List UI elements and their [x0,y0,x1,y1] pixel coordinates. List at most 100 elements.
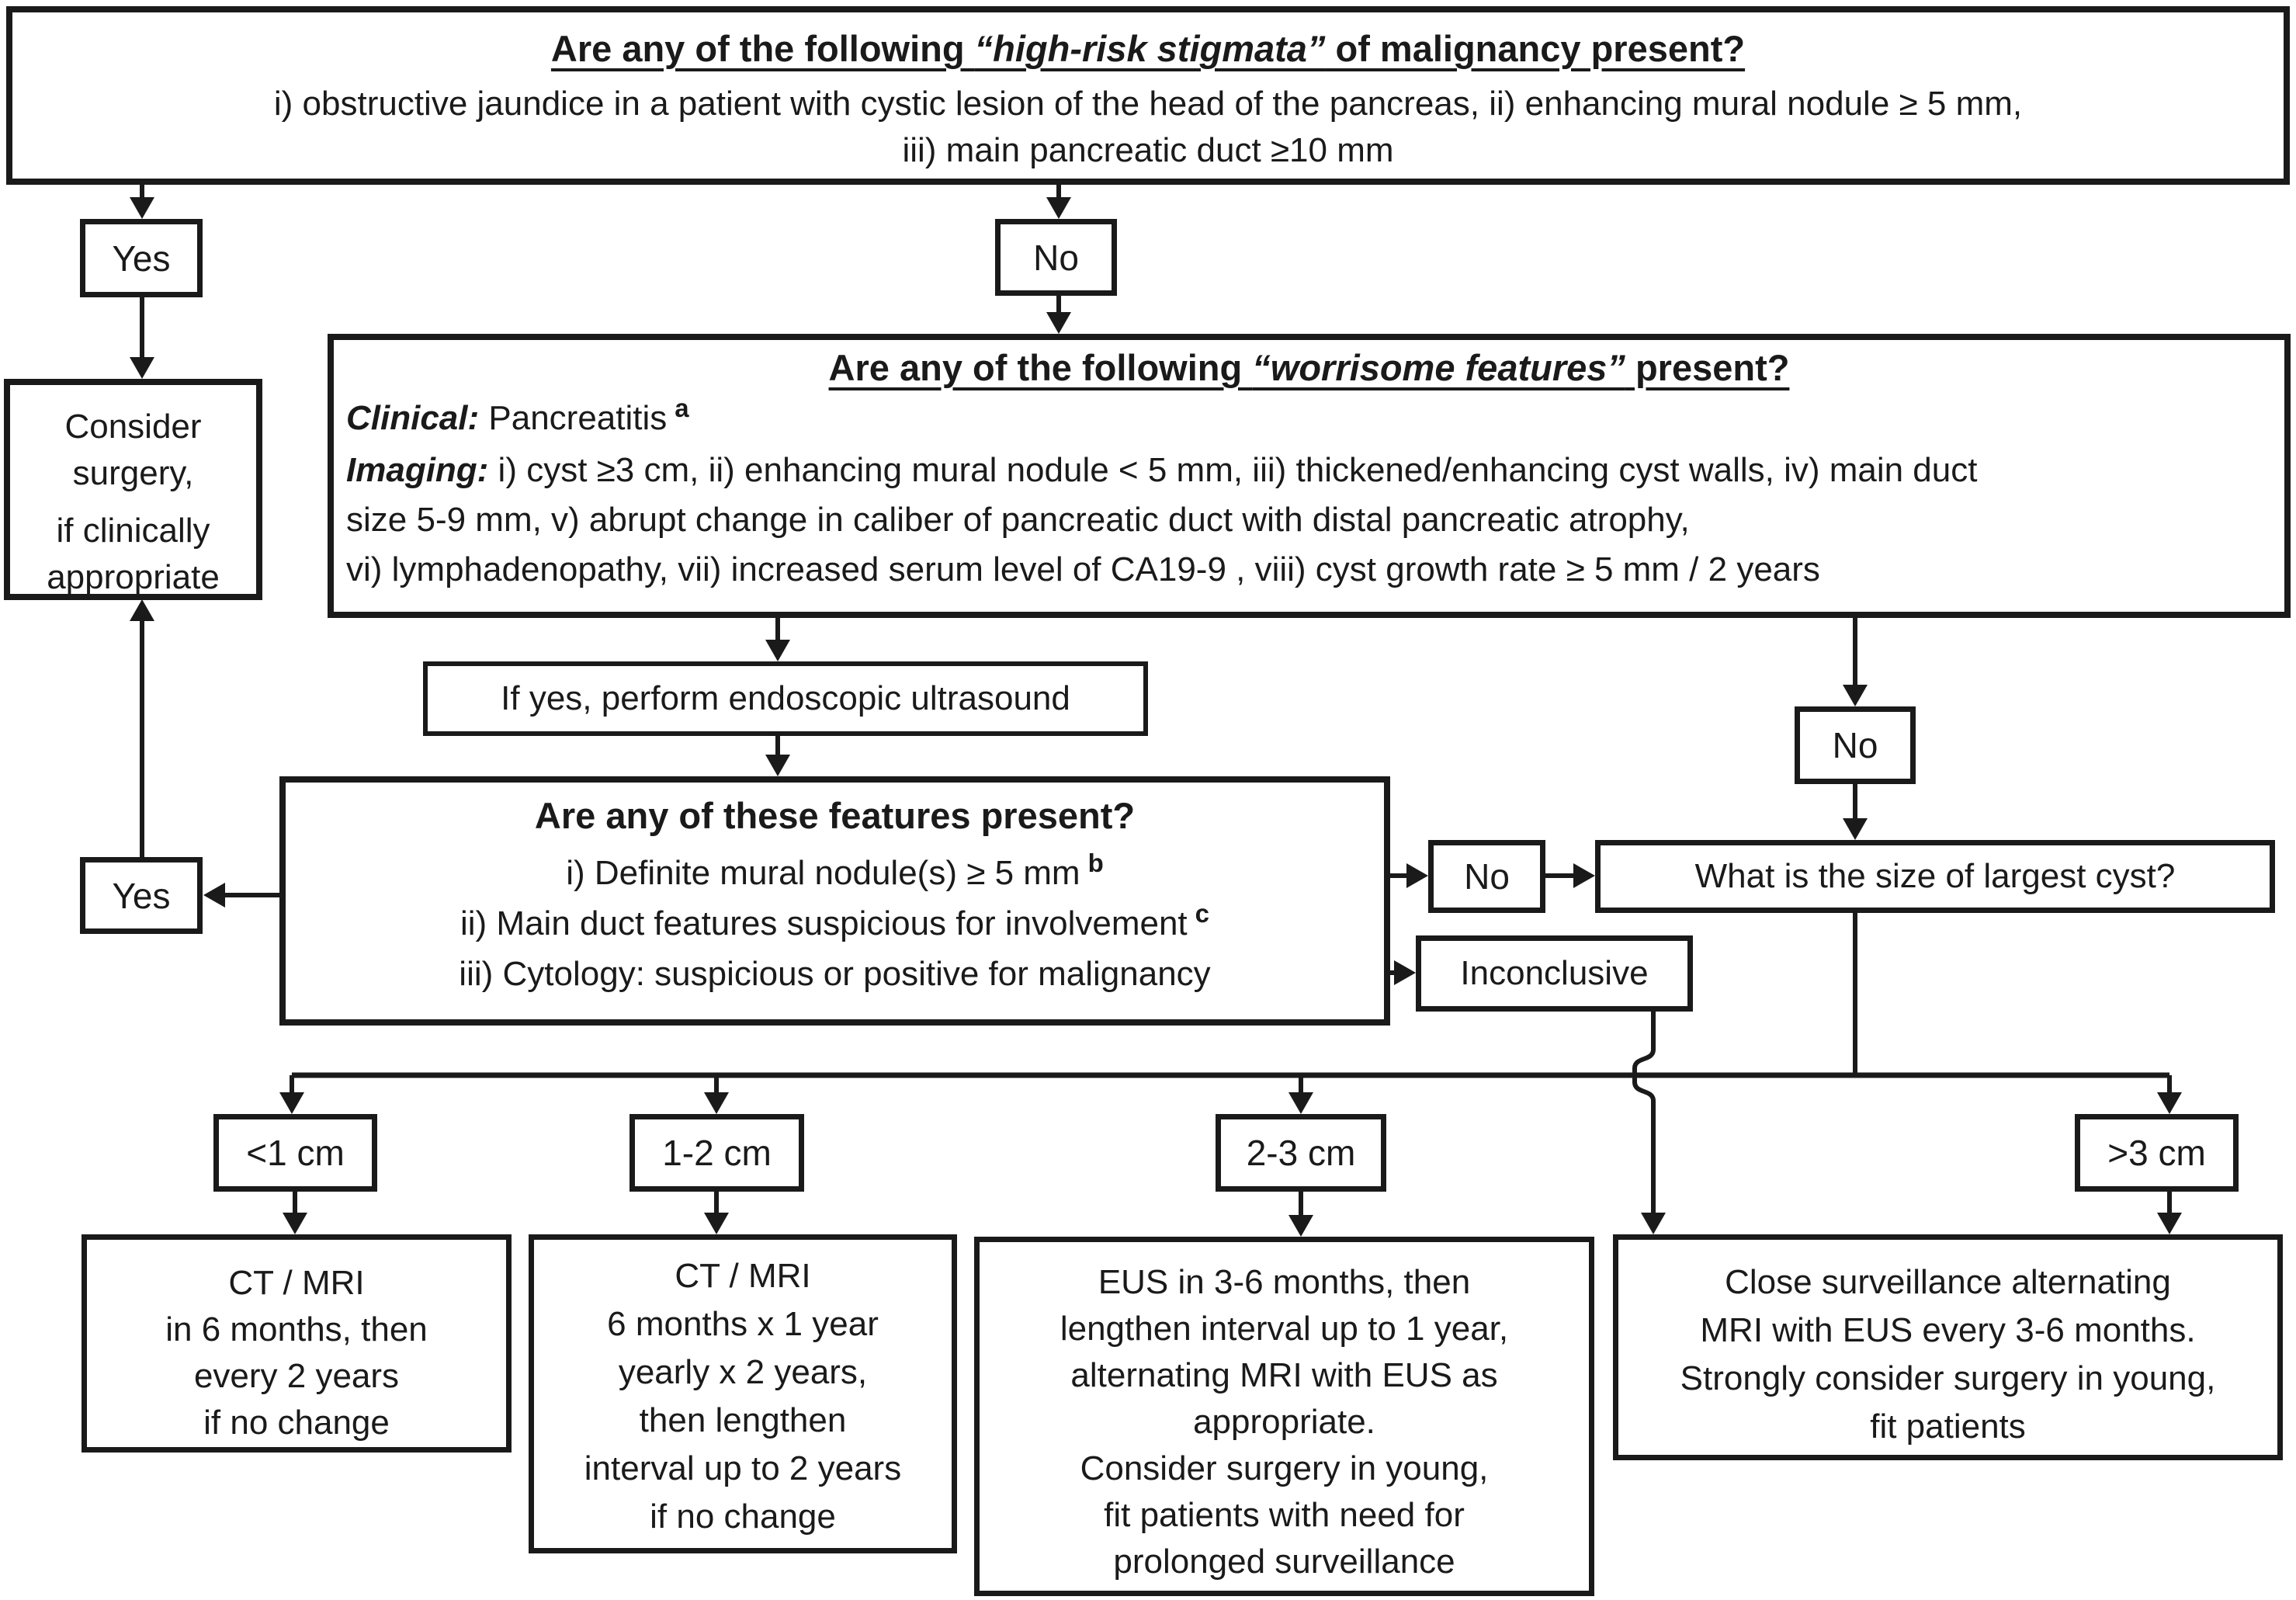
arrow-features-to-no [1390,863,1428,888]
high-risk-title-emphasis: “high-risk stigmata” [974,28,1326,69]
high-risk-stigmata-box: Are any of the following “high-risk stig… [6,6,2290,185]
consider-surgery-box: Consider surgery, if clinically appropri… [4,379,262,600]
worrisome-imaging-line-1: Imaging: i) cyst ≥3 cm, ii) enhancing mu… [346,446,2272,495]
eus-features-box: Are any of these features present? i) De… [279,776,1390,1026]
mgmt-gt3cm-line: Close surveillance alternating [1725,1263,2171,1301]
size-2-3cm-label: 2-3 cm [1246,1133,1356,1173]
inconclusive-box: Inconclusive [1416,935,1693,1012]
mgmt-2-3cm-box: EUS in 3-6 months, then lengthen interva… [974,1237,1594,1596]
arrow-no-right-to-size-question [1843,784,1868,840]
mgmt-lt1cm-line: every 2 years [193,1357,400,1395]
mgmt-1-2cm-line: interval up to 2 years [584,1449,902,1487]
consider-line-4: appropriate [47,558,220,596]
arrow-yes2-up-to-consider [130,599,154,857]
no-box-worrisome: No [1795,706,1916,784]
arrow-features-to-yes [203,883,279,908]
features-item-2: ii) Main duct features suspicious for in… [286,899,1384,950]
features-item-2-text: ii) Main duct features suspicious for in… [460,904,1188,942]
mgmt-gt3cm-line: MRI with EUS every 3-6 months. [1700,1311,2196,1349]
mgmt-2-3cm-line: lengthen interval up to 1 year, [1060,1310,1509,1348]
worrisome-imaging-line-2: size 5-9 mm, v) abrupt change in caliber… [346,501,1690,539]
arrow-no-to-worrisome [1046,296,1071,334]
mgmt-lt1cm-line: in 6 months, then [165,1310,428,1348]
arrow-top-to-yes [130,184,154,219]
worrisome-title-emphasis: “worrisome features” [1252,347,1625,388]
arrow-branch-gt3cm [2157,1075,2182,1114]
high-risk-title: Are any of the following “high-risk stig… [551,25,1745,73]
imaging-text-1: i) cyst ≥3 cm, ii) enhancing mural nodul… [488,451,1978,489]
clinical-text: Pancreatitis [479,399,668,437]
arrow-2-3cm-to-mgmt [1288,1192,1313,1237]
yes-box-eus: Yes [80,857,203,934]
mgmt-2-3cm-line: fit patients with need for [1104,1496,1465,1534]
worrisome-features-box: Are any of the following “worrisome feat… [328,334,2291,618]
no-box-eus: No [1428,840,1545,913]
size-2-3cm-box: 2-3 cm [1216,1114,1386,1192]
size-gt3cm-label: >3 cm [2107,1133,2206,1173]
mgmt-1-2cm-line: CT / MRI [675,1257,811,1295]
no-box-top: No [995,219,1117,296]
arrow-worrisome-to-no-right [1843,618,1868,706]
arrow-1-2cm-to-mgmt [704,1192,729,1234]
high-risk-line-2: iii) main pancreatic duct ≥10 mm [902,131,1394,169]
mgmt-1-2cm-line: then lengthen [639,1401,847,1439]
mgmt-gt3cm-box: Close surveillance alternating MRI with … [1613,1234,2283,1460]
mgmt-2-3cm-line: EUS in 3-6 months, then [1098,1263,1471,1301]
eus-recommendation-box: If yes, perform endoscopic ultrasound [423,661,1148,736]
mgmt-2-3cm-line: alternating MRI with EUS as [1070,1356,1498,1394]
high-risk-title-suffix: of malignancy present? [1325,28,1746,69]
size-lt1cm-label: <1 cm [246,1133,345,1173]
arrow-branch-1-2cm [704,1075,729,1114]
arrow-inconclusive-to-mgmt [1632,1012,1666,1234]
no-box-worrisome-label: No [1832,725,1878,765]
eus-recommendation-label: If yes, perform endoscopic ultrasound [501,679,1070,717]
arrow-eus-to-features [765,736,790,776]
arrow-gt3cm-to-mgmt [2157,1192,2182,1234]
worrisome-title: Are any of the following “worrisome feat… [829,347,1790,388]
arrow-features-to-inconclusive [1390,960,1416,985]
consider-line-1: Consider [64,408,202,446]
mgmt-2-3cm-line: Consider surgery in young, [1080,1449,1489,1487]
cyst-size-question-label: What is the size of largest cyst? [1694,857,2176,895]
worrisome-imaging-line-3: vi) lymphadenopathy, vii) increased seru… [346,550,1820,588]
yes-box-eus-label: Yes [112,875,171,916]
size-lt1cm-box: <1 cm [213,1114,377,1192]
imaging-label: Imaging: [346,451,489,489]
no-box-eus-label: No [1464,856,1510,897]
mgmt-gt3cm-line: fit patients [1870,1407,2026,1446]
superscript-a: a [675,394,689,422]
arrow-lt1cm-to-mgmt [283,1192,307,1234]
yes-box-top-label: Yes [112,238,171,279]
high-risk-title-prefix: Are any of the following [550,28,975,69]
mgmt-gt3cm-line: Strongly consider surgery in young, [1680,1359,2216,1397]
clinical-label: Clinical: [346,399,480,437]
arrow-worrisome-to-eus [765,618,790,661]
mgmt-2-3cm-line: prolonged surveillance [1113,1543,1455,1581]
consider-line-3: if clinically [56,512,210,550]
mgmt-lt1cm-line: if no change [203,1404,390,1442]
inconclusive-label: Inconclusive [1460,954,1649,992]
worrisome-title-suffix: present? [1625,347,1790,388]
size-1-2cm-label: 1-2 cm [662,1133,772,1173]
mgmt-lt1cm-line: CT / MRI [228,1264,365,1302]
size-gt3cm-box: >3 cm [2075,1114,2239,1192]
mgmt-1-2cm-line: yearly x 2 years, [618,1353,868,1391]
mgmt-1-2cm-line: 6 months x 1 year [607,1305,879,1343]
superscript-c: c [1195,899,1209,928]
mgmt-1-2cm-box: CT / MRI 6 months x 1 year yearly x 2 ye… [529,1234,957,1553]
mgmt-1-2cm-line: if no change [650,1498,836,1536]
mgmt-2-3cm-line: appropriate. [1193,1403,1375,1441]
features-item-1-text: i) Definite mural nodule(s) ≥ 5 mm [566,854,1080,892]
arrow-branch-lt1cm [279,1075,304,1114]
arrow-top-to-no [1046,184,1071,219]
mgmt-lt1cm-box: CT / MRI in 6 months, then every 2 years… [82,1234,512,1452]
features-title: Are any of these features present? [534,795,1136,836]
size-1-2cm-box: 1-2 cm [629,1114,804,1192]
worrisome-title-prefix: Are any of the following [828,347,1253,388]
no-box-top-label: No [1033,237,1079,278]
arrow-no-to-size-question [1545,863,1595,888]
